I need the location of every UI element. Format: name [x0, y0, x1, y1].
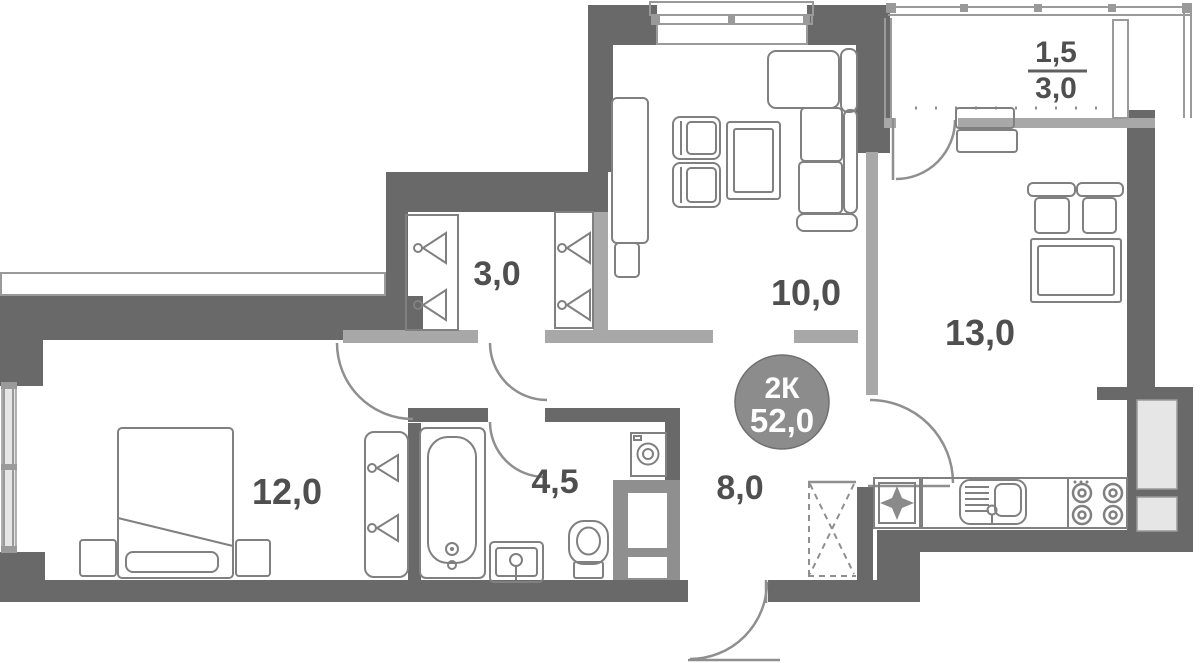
chair: [1027, 182, 1076, 234]
washbasin: [489, 541, 544, 583]
entrance-door-arc: [688, 580, 780, 662]
room-label-hallway: 8,0: [716, 469, 763, 507]
facade-ledge: [0, 272, 386, 296]
armchair: [672, 162, 721, 208]
balcony-full-area-label: 3,0: [1035, 72, 1077, 105]
unit-info-badge: 2К 52,0: [734, 354, 830, 450]
kitchen-windows: [1136, 399, 1178, 532]
plumbing-shaft: [613, 480, 680, 580]
nightstand: [79, 539, 117, 577]
balcony-door-arc: [891, 118, 957, 181]
stove: [1067, 477, 1128, 529]
wardrobe-rack: [405, 214, 459, 331]
balcony-reduced-area-label: 1,5: [1035, 36, 1077, 69]
kitchen-sink: [959, 479, 1027, 525]
interior-partitions: [343, 118, 1155, 395]
corner-sofa: [767, 48, 858, 232]
toilet: [568, 520, 609, 579]
bedroom-door-arc: [335, 342, 414, 421]
balcony-area-fraction: 1,5 3,0: [1028, 36, 1087, 105]
room-label-bathroom: 4,5: [531, 463, 578, 501]
wardrobe-rack: [554, 211, 594, 329]
unit-area-label: 52,0: [750, 402, 814, 439]
dining-table: [1030, 238, 1122, 303]
wardrobe-door-arc: [488, 342, 548, 402]
living-room-window: [649, 1, 814, 45]
room-label-wardrobe: 3,0: [473, 255, 520, 293]
tv-unit: [611, 97, 649, 278]
coffee-table: [726, 121, 781, 200]
room-label-living: 10,0: [771, 272, 841, 313]
balcony-glazing: [884, 3, 1192, 119]
kitchen-door-arc: [868, 398, 955, 488]
balcony-bench: [955, 107, 1015, 129]
bed: [117, 427, 234, 579]
cabinet: [956, 129, 1018, 153]
nightstand: [235, 539, 271, 577]
fridge: [873, 477, 921, 529]
chair: [1076, 182, 1124, 234]
bathroom-door-arc: [488, 421, 546, 479]
bedroom-window: [1, 382, 17, 553]
armchair: [672, 116, 721, 160]
washing-machine: [630, 432, 667, 477]
bedroom-wardrobe: [364, 431, 409, 578]
room-label-bedroom: 12,0: [252, 471, 322, 512]
bathtub: [419, 427, 486, 579]
room-label-room13: 13,0: [945, 312, 1015, 353]
built-in-closet: [808, 480, 856, 577]
snowflake-icon: [880, 486, 914, 520]
unit-type-label: 2К: [765, 372, 801, 405]
